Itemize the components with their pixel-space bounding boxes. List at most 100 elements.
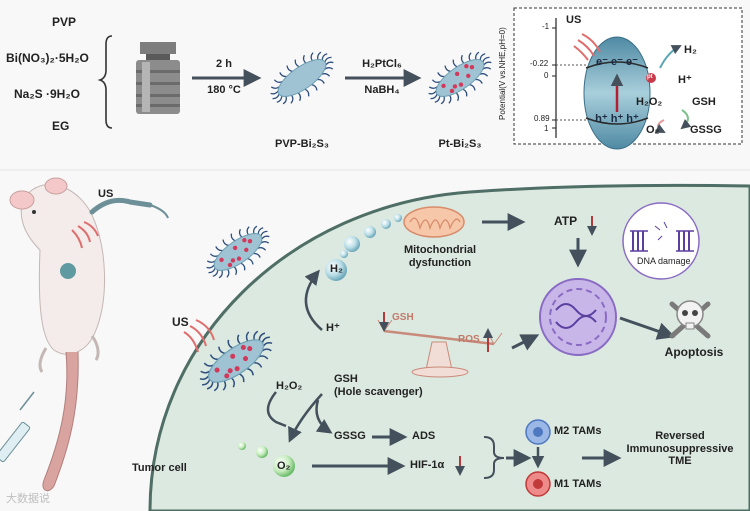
pt-dot [466, 73, 471, 79]
ligand-strand [482, 56, 490, 63]
ligand-strand [483, 61, 492, 66]
pvp-bi2s3-particle [270, 51, 334, 105]
pt-dot [232, 245, 238, 251]
ligand-strand [261, 235, 270, 240]
ligand-strand [246, 226, 250, 236]
ligand-strand [455, 92, 460, 102]
ligand-strand [452, 59, 458, 68]
arrow-ros-nucleus [511, 334, 540, 351]
pt-dot [247, 238, 253, 244]
step2-reagent-nabh4: NaBH₄ [364, 84, 400, 96]
cell-o2-label: O₂ [277, 460, 291, 472]
nucleus-icon [539, 278, 617, 356]
electrons-label: e⁻ e⁻ e⁻ [596, 56, 638, 68]
pt-dot [441, 83, 446, 89]
reagent-na2s: Na₂S ·9H₂O [14, 87, 81, 101]
ligand-strand [208, 267, 216, 274]
pt-dot [214, 367, 220, 373]
arrow-h-to-h2 [304, 269, 323, 331]
ros-gsh-balance-icon [377, 319, 503, 378]
band-gssg: GSSG [690, 124, 722, 136]
ligand-strand [444, 65, 451, 73]
pt-dot [224, 373, 230, 379]
ligand-strand [233, 266, 238, 276]
ligand-strand [218, 346, 226, 355]
pt-dot [469, 64, 475, 70]
pt-dot [242, 356, 249, 362]
ligand-strand [282, 96, 288, 105]
band-gsh: GSH [692, 96, 716, 108]
ligand-strand [240, 262, 246, 271]
ligand-strand [206, 264, 215, 269]
ligand-strand [270, 90, 279, 95]
ligand-strand [479, 53, 486, 61]
pt-dot [219, 257, 224, 263]
ligand-strand [202, 379, 211, 386]
pt-dot [244, 247, 249, 253]
syringe-icon [0, 391, 35, 463]
ligand-strand [222, 380, 227, 391]
m1-tam-icon [525, 471, 551, 497]
pt-dot [242, 238, 247, 243]
ads-label: ADS [412, 430, 436, 442]
ligand-strand [227, 339, 233, 349]
gsh-hole-scavenger-label: GSH (Hole scavenger) [334, 373, 423, 398]
pt-dot [452, 84, 458, 89]
pt-dot [227, 368, 233, 374]
arrow-h2o2-o2 [266, 391, 287, 428]
cell-h2-label: H₂ [330, 263, 343, 275]
band-us-label: US [566, 14, 582, 26]
ligand-strand [212, 269, 219, 277]
watermark: 大数据说 [6, 492, 50, 505]
arrow-gsh-gssg [315, 399, 333, 434]
particle-core [277, 59, 327, 97]
pt-dot [230, 258, 236, 263]
oxygen-bubbles [238, 442, 295, 477]
ligand-strand [218, 270, 224, 279]
band-diagram-panel [513, 7, 743, 150]
arrow-dna-apoptosis [619, 316, 676, 340]
tick-089: 0.89 [534, 114, 550, 123]
ligand-strand [311, 83, 318, 91]
dna-damage-icon [622, 202, 700, 280]
band-h-plus: H⁺ [678, 74, 692, 86]
ligand-strand [294, 59, 300, 68]
ligand-strand [258, 332, 266, 341]
tick-minus-022: -0.22 [530, 59, 549, 68]
atp-label: ATP [554, 214, 578, 228]
m2-tams-label: M2 TAMs [554, 425, 602, 437]
ligand-strand [226, 268, 230, 278]
ligand-strand [230, 233, 236, 242]
skull-icon [669, 300, 711, 339]
reagent-pvp: PVP [52, 15, 77, 29]
ligand-strand [324, 56, 332, 63]
ligand-strand [245, 331, 250, 342]
band-h2: H₂ [684, 44, 697, 56]
ultrasound-waves-cell [183, 319, 215, 353]
ligand-strand [237, 334, 241, 345]
ligand-strand [310, 52, 314, 62]
ligand-strand [261, 336, 270, 343]
ligand-strand [290, 94, 294, 104]
pathway-brace [483, 436, 505, 479]
cell-h2o2-label: H₂O₂ [276, 380, 303, 392]
pt-dot [230, 353, 236, 359]
holes-label: h⁺ h⁺ h⁺ [595, 113, 639, 125]
ligand-strand [239, 373, 245, 383]
cell-gssg-label: GSSG [334, 430, 366, 442]
nanoparticle-upper [206, 225, 270, 279]
particle-core [435, 59, 485, 97]
tumor-cell-label: Tumor cell [132, 462, 187, 474]
arrow-h2o2-down [288, 393, 323, 443]
reversed-tme-label: Reversed Immunosuppressive TME [626, 430, 734, 468]
reagent-bi-nitrate: Bi(NO₃)₂·5H₂O [6, 51, 89, 65]
ligand-strand [462, 88, 468, 97]
dna-damage-label: DNA damage [637, 256, 691, 266]
ligand-strand [253, 330, 259, 341]
ultrasound-probe-mouse [71, 197, 169, 249]
reagent-eg: EG [52, 119, 70, 133]
us-mouse-label: US [98, 188, 114, 200]
m2-tam-icon [525, 419, 551, 445]
